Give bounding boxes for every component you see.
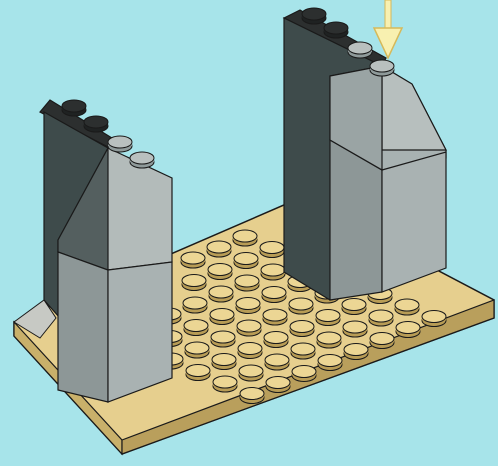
- baseplate-stud: [208, 264, 232, 280]
- baseplate-stud: [369, 310, 393, 326]
- baseplate-stud: [396, 322, 420, 338]
- right-wall-stud: [370, 60, 394, 76]
- left-wall-brick-front: [108, 262, 172, 402]
- baseplate-stud: [235, 275, 259, 291]
- baseplate-stud: [261, 264, 285, 280]
- baseplate-stud: [260, 242, 284, 258]
- baseplate-stud: [212, 354, 236, 370]
- baseplate-stud: [317, 332, 341, 348]
- baseplate-stud: [342, 299, 366, 315]
- baseplate-stud: [264, 332, 288, 348]
- baseplate-stud: [370, 333, 394, 349]
- baseplate-stud: [344, 344, 368, 360]
- baseplate-stud: [265, 354, 289, 370]
- baseplate-stud: [318, 355, 342, 371]
- right-wall: [284, 8, 446, 300]
- baseplate-stud: [233, 230, 257, 246]
- down-arrow-icon: [374, 0, 402, 58]
- baseplate-stud: [238, 343, 262, 359]
- baseplate-stud: [181, 252, 205, 268]
- baseplate-stud: [213, 376, 237, 392]
- right-wall-brick-front: [382, 152, 446, 292]
- right-wall-stud: [348, 42, 372, 58]
- baseplate-stud: [343, 321, 367, 337]
- baseplate-stud: [210, 309, 234, 325]
- baseplate-stud: [263, 309, 287, 325]
- baseplate-stud: [292, 366, 316, 382]
- baseplate-stud: [183, 297, 207, 313]
- baseplate-stud: [185, 342, 209, 358]
- baseplate-stud: [182, 275, 206, 291]
- baseplate-stud: [316, 310, 340, 326]
- baseplate-stud: [186, 365, 210, 381]
- baseplate-stud: [395, 299, 419, 315]
- baseplate-stud: [236, 298, 260, 314]
- baseplate-stud: [184, 320, 208, 336]
- baseplate-stud: [240, 388, 264, 404]
- baseplate-stud: [262, 287, 286, 303]
- baseplate-stud: [266, 377, 290, 393]
- baseplate-stud: [237, 320, 261, 336]
- baseplate-stud: [291, 343, 315, 359]
- baseplate-stud: [289, 298, 313, 314]
- left-wall-stud: [62, 100, 86, 116]
- left-wall-stud: [108, 136, 132, 152]
- baseplate-stud: [239, 365, 263, 381]
- left-wall-stud: [84, 116, 108, 132]
- left-wall-brick-side: [58, 252, 108, 402]
- baseplate-stud: [209, 286, 233, 302]
- baseplate-stud: [290, 321, 314, 337]
- baseplate-stud: [207, 241, 231, 257]
- baseplate-stud: [422, 311, 446, 327]
- baseplate-stud: [234, 253, 258, 269]
- left-wall-stud: [130, 152, 154, 168]
- right-wall-stud: [324, 22, 348, 38]
- baseplate-stud: [211, 331, 235, 347]
- right-wall-stud: [302, 8, 326, 24]
